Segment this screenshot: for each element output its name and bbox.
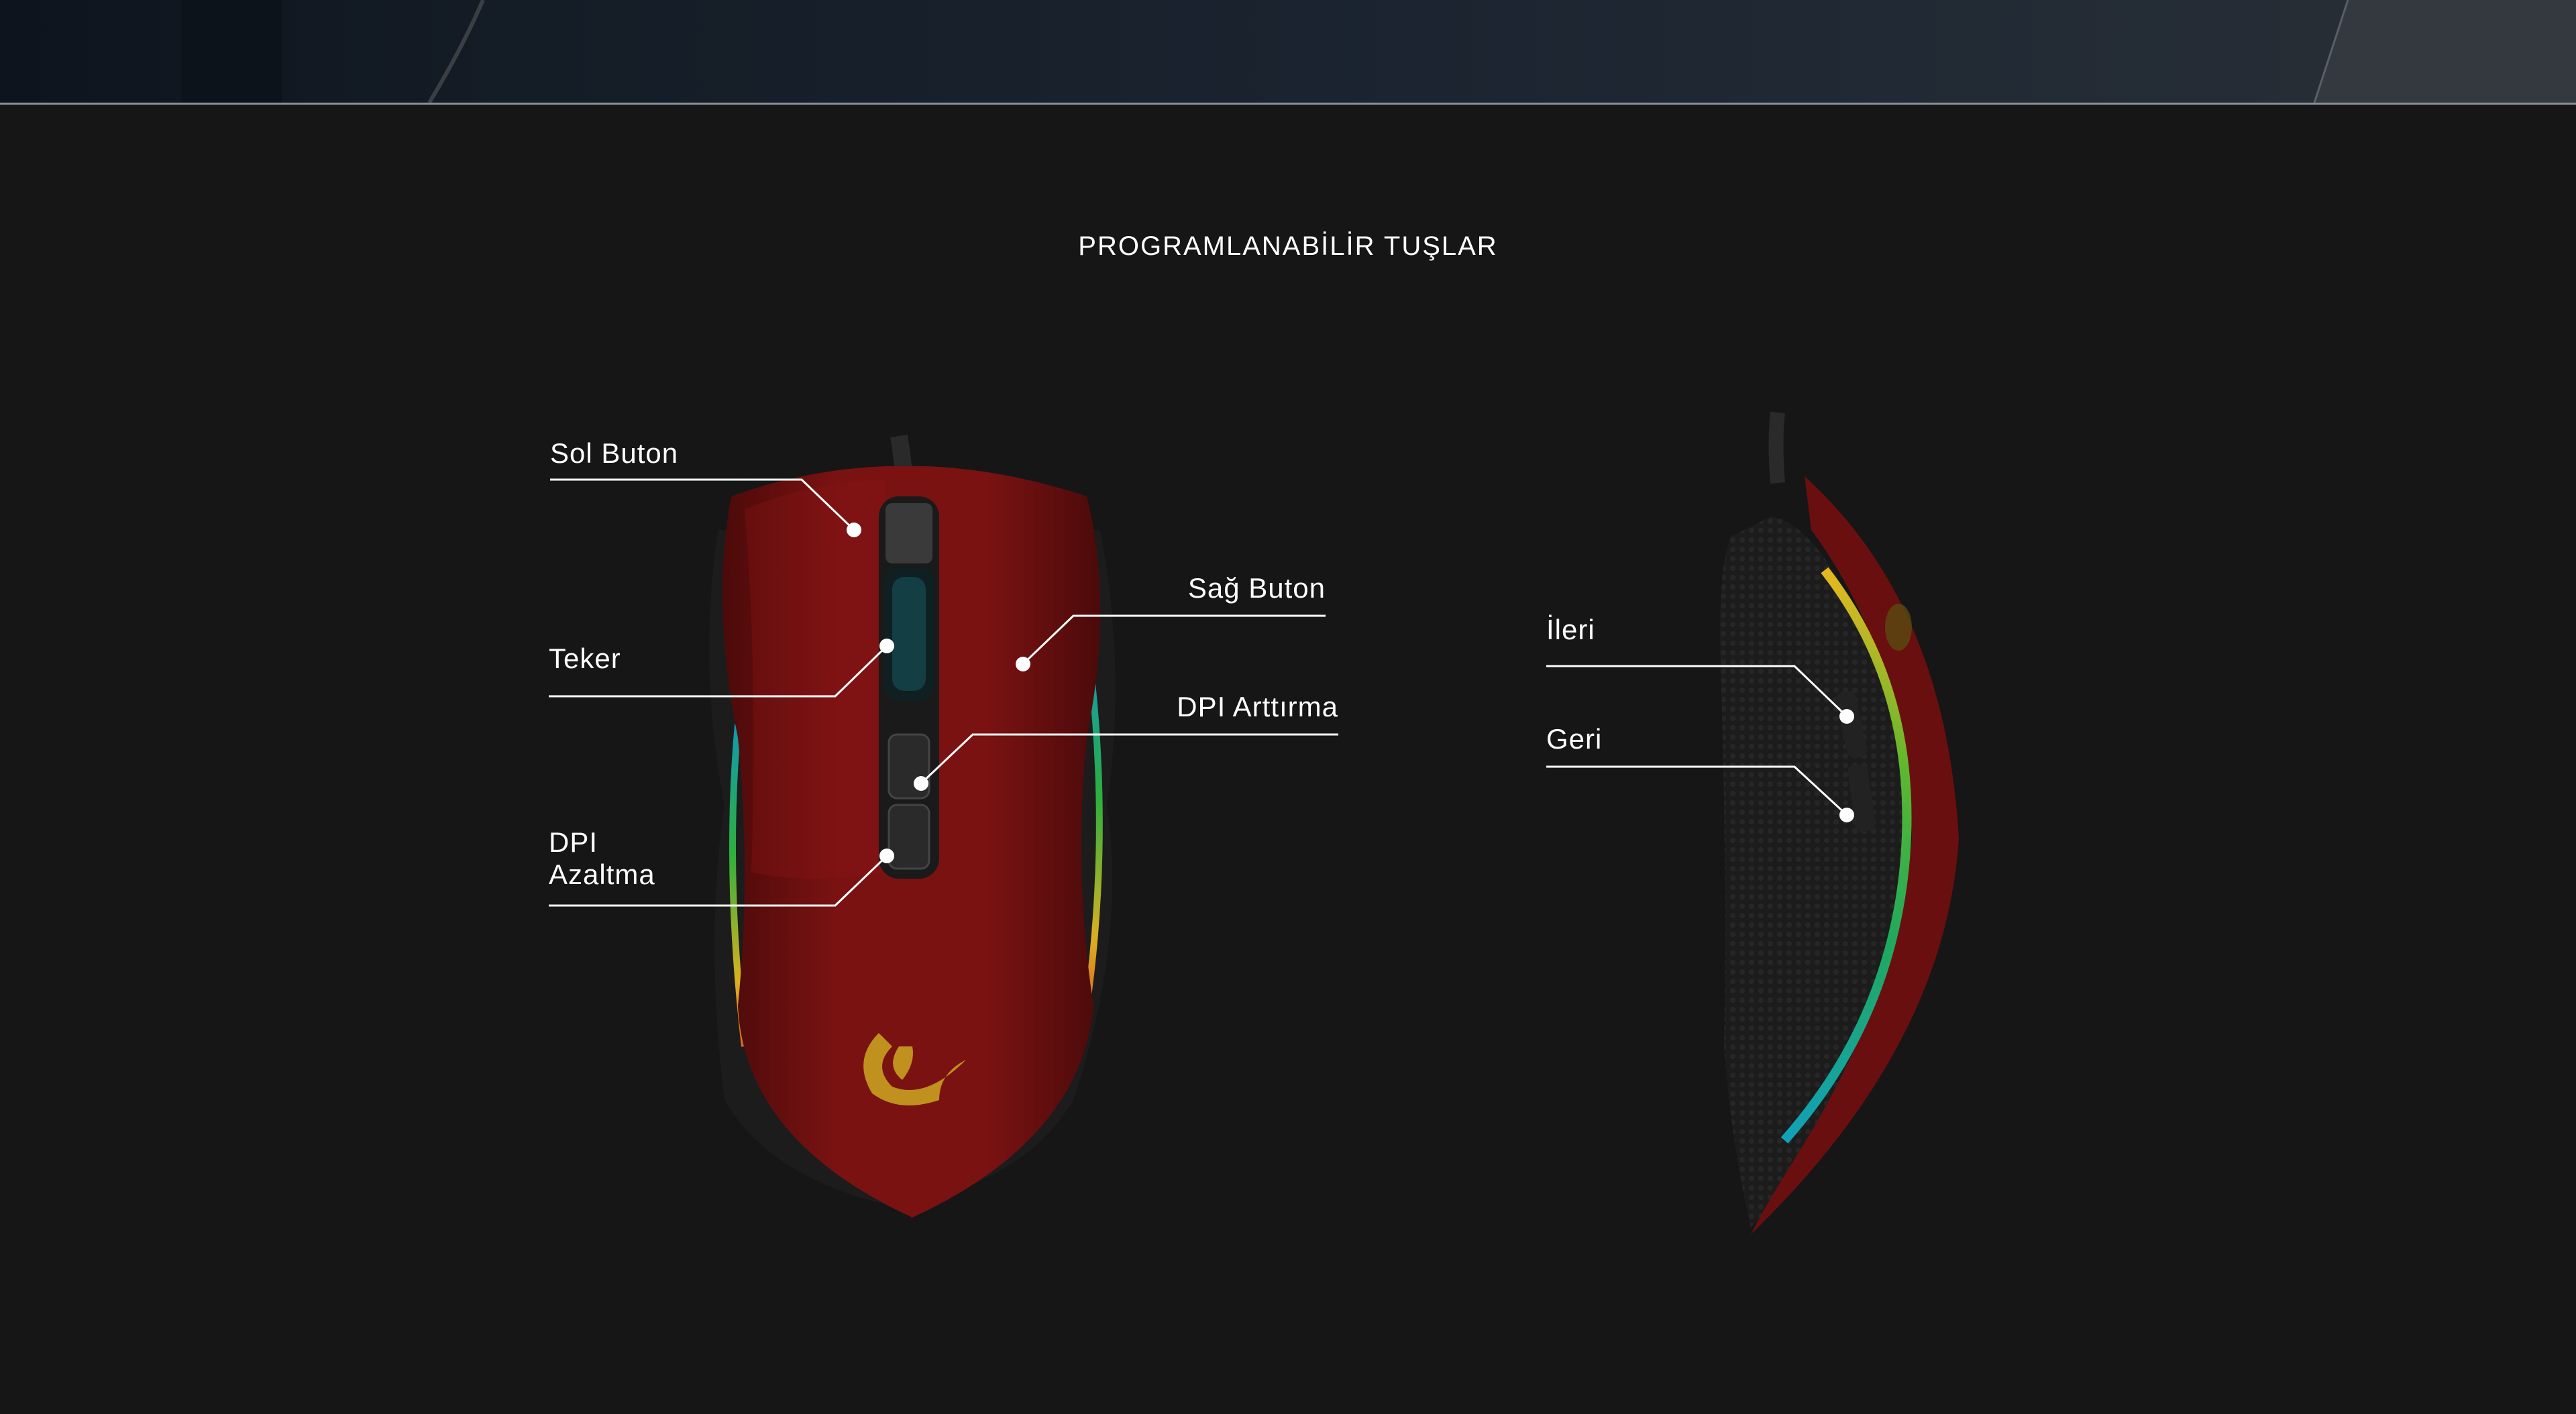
section-title: PROGRAMLANABİLİR TUŞLAR — [1078, 231, 1498, 261]
callout-dot-teker — [879, 639, 894, 653]
callout-dot-sag-buton — [1016, 657, 1030, 671]
label-dpi-azaltma-line2: Azaltma — [549, 859, 655, 890]
callout-line-ileri — [1546, 665, 1848, 718]
mouse-top-view — [709, 434, 1116, 1217]
label-dpi-arttirma: DPI Arttırma — [1177, 691, 1338, 722]
label-geri: Geri — [1546, 723, 1603, 755]
callout-line-sol-buton — [550, 478, 855, 531]
callout-dot-geri — [1839, 808, 1854, 822]
callout-dot-ileri — [1839, 709, 1854, 724]
label-sag-buton: Sağ Buton — [1187, 572, 1326, 604]
label-dpi-azaltma-line1: DPI — [549, 826, 598, 858]
callout-dot-sol-buton — [847, 523, 861, 537]
label-teker: Teker — [549, 643, 621, 674]
callout-line-teker — [549, 645, 888, 698]
callout-dot-dpi-arttirma — [914, 776, 928, 791]
banner-artwork — [181, 0, 2576, 103]
callout-dot-dpi-azaltma — [879, 849, 894, 863]
callout-line-dpi-arttirma — [920, 733, 1338, 785]
callout-lines — [549, 478, 1848, 907]
callout-line-geri — [1546, 765, 1848, 816]
mouse-side-view — [1720, 411, 1959, 1234]
label-ileri: İleri — [1546, 614, 1595, 645]
brand-logo — [863, 1033, 966, 1105]
callout-dots — [847, 523, 1854, 863]
callout-line-dpi-azaltma — [549, 855, 888, 907]
label-sol-buton: Sol Buton — [550, 437, 679, 469]
top-banner-image — [0, 0, 2576, 105]
label-dpi-azaltma: DPI Azaltma — [549, 826, 655, 891]
callout-line-sag-buton — [1022, 614, 1326, 665]
